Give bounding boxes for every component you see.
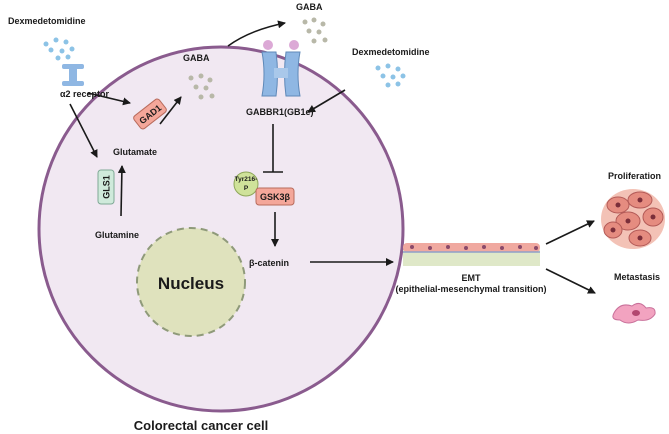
dexmedetomidine-label-left: Dexmedetomidine [8, 16, 86, 26]
emt-epithelial-layer [403, 243, 540, 266]
proliferation-label: Proliferation [608, 171, 661, 181]
gaba-molecules-inside [188, 73, 215, 100]
pathway-arrows [69, 20, 596, 294]
dexmedetomidine-molecules-left [43, 37, 75, 61]
emt-label: EMT [462, 273, 482, 283]
dexmedetomidine-label-right: Dexmedetomidine [352, 47, 430, 57]
gaba-inside-label: GABA [183, 53, 210, 63]
cancer-cell [37, 45, 405, 413]
gls1-label: GLS1 [102, 175, 112, 199]
nucleus [136, 227, 246, 337]
glutamate-label: Glutamate [113, 147, 157, 157]
gsk3b-label: GSK3β [260, 192, 291, 202]
nucleus-label: Nucleus [158, 274, 224, 293]
gaba-outside-label: GABA [296, 2, 323, 12]
gabbr1-receptor-icon [261, 40, 301, 97]
gad1-box [133, 98, 167, 130]
proliferation-cell-cluster [601, 189, 665, 249]
glutamine-label: Glutamine [95, 230, 139, 240]
tyr216-phospho-circle [233, 171, 259, 197]
alpha2-receptor-icon [62, 64, 84, 86]
gsk3b-box [255, 187, 295, 206]
dexmedetomidine-molecules-right [375, 63, 406, 88]
beta-catenin-label: β-catenin [249, 258, 289, 268]
tyr216-p-label: P [244, 185, 249, 192]
metastasis-label: Metastasis [614, 272, 660, 282]
metastasis-cell [612, 302, 656, 324]
tyr216-label: Tyr216- [235, 176, 258, 183]
emt-full-label: (epithelial-mesenchymal transition) [395, 284, 546, 294]
cell-title: Colorectal cancer cell [134, 418, 268, 433]
gls1-box [97, 169, 115, 205]
alpha2-receptor-label: α2 receptor [60, 89, 110, 99]
gabbr1-label: GABBR1(GB1e) [246, 107, 314, 117]
gaba-molecules-outside [302, 17, 328, 44]
